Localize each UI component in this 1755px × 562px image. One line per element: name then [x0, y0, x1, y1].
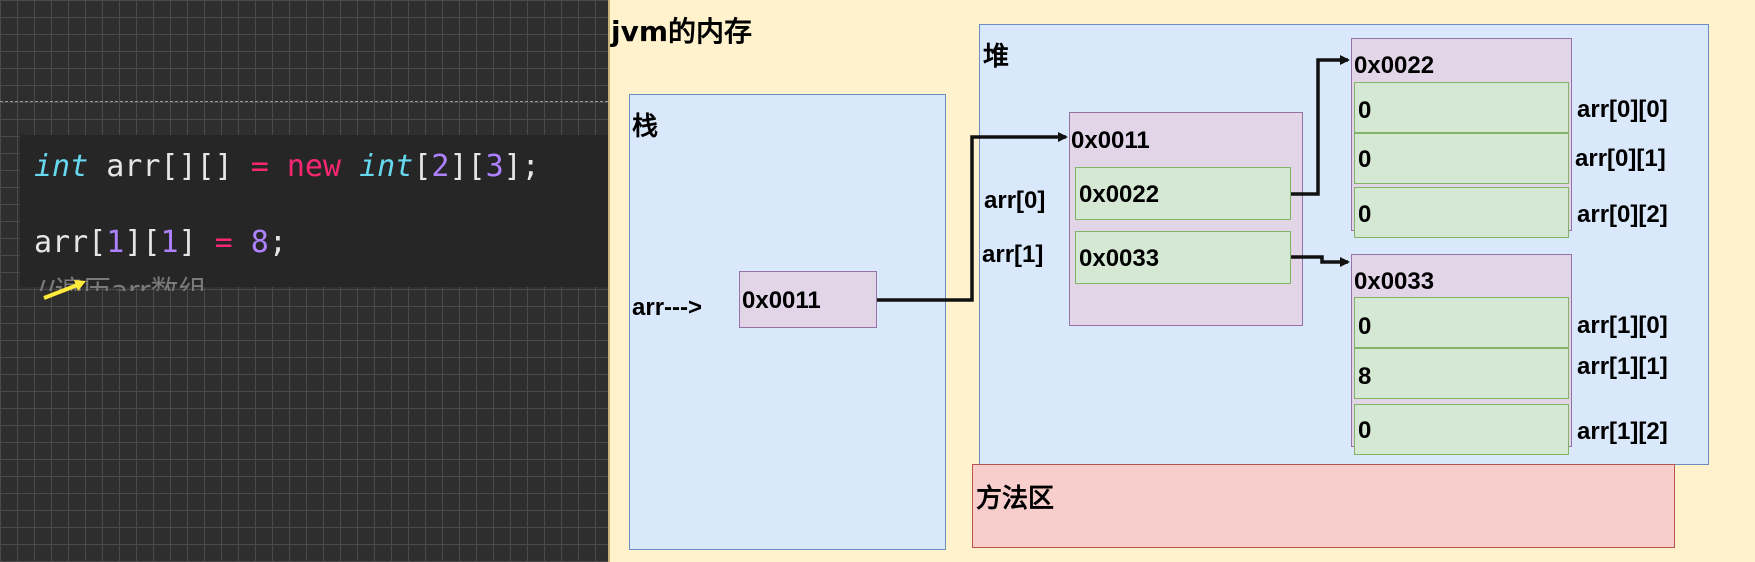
heap-label: 堆	[983, 42, 1010, 72]
type-keyword: int	[34, 149, 89, 184]
pointer-arrow-icon	[43, 280, 86, 300]
code-token: arr[][]	[88, 149, 251, 184]
method-area	[972, 464, 1675, 548]
stack-arr-cell	[739, 271, 877, 328]
row1-cell-2	[1354, 404, 1569, 455]
row1-label-0: arr[1][0]	[1577, 312, 1668, 339]
row0-cell-2-value: 0	[1358, 201, 1372, 228]
row0-cell-2	[1354, 187, 1569, 238]
assign-operator: =	[214, 225, 233, 260]
row1-cell-1-value: 8	[1358, 363, 1372, 390]
code-line-2: arr[1][1] = 8;	[34, 225, 287, 260]
arr-reference-label: arr--->	[632, 294, 703, 321]
outer-cell-1	[1075, 231, 1291, 284]
row0-label-1: arr[0][1]	[1575, 145, 1666, 172]
code-token: arr[	[34, 225, 107, 260]
row1-label-1: arr[1][1]	[1577, 353, 1668, 380]
code-line-1: int arr[][] = new int[2][3];	[34, 149, 540, 184]
number-literal: 3	[485, 149, 504, 184]
number-literal: 2	[431, 149, 450, 184]
number-literal: 1	[160, 225, 179, 260]
row0-address: 0x0022	[1354, 52, 1435, 79]
code-token: ]	[178, 225, 215, 260]
code-token: ][	[449, 149, 486, 184]
new-keyword: new	[268, 149, 360, 184]
outer-cell-0-label: arr[0]	[984, 187, 1046, 214]
row1-cell-1	[1354, 348, 1569, 399]
code-token: ][	[124, 225, 161, 260]
row1-cell-0	[1354, 297, 1569, 348]
row0-cell-0-value: 0	[1358, 97, 1372, 124]
stack-arr-value: 0x0011	[742, 287, 821, 314]
outer-array-address: 0x0011	[1071, 127, 1150, 154]
method-area-label: 方法区	[976, 484, 1055, 514]
diagram-title: jvm的内存	[611, 15, 753, 48]
row1-cell-2-value: 0	[1358, 417, 1372, 444]
row0-cell-0	[1354, 82, 1569, 133]
code-token	[233, 225, 251, 260]
row0-label-2: arr[0][2]	[1577, 201, 1668, 228]
outer-cell-0-value: 0x0022	[1079, 181, 1160, 208]
assign-operator: =	[250, 149, 269, 184]
row1-cell-0-value: 0	[1358, 313, 1372, 340]
dashed-divider	[0, 101, 608, 102]
outer-cell-1-value: 0x0033	[1079, 245, 1160, 272]
outer-cell-1-label: arr[1]	[982, 241, 1044, 268]
row0-cell-1-value: 0	[1358, 146, 1372, 173]
number-literal: 1	[106, 225, 125, 260]
number-literal: 8	[250, 225, 269, 260]
type-keyword: int	[359, 149, 414, 184]
outer-cell-0	[1075, 167, 1291, 220]
row0-cell-1	[1354, 133, 1569, 184]
code-token: ;	[268, 225, 287, 260]
stack-label: 栈	[632, 112, 659, 142]
code-panel: int arr[][] = new int[2][3]; arr[1][1] =…	[20, 135, 610, 287]
code-token: [	[413, 149, 432, 184]
row0-label-0: arr[0][0]	[1577, 96, 1668, 123]
row1-address: 0x0033	[1354, 268, 1435, 295]
row1-label-2: arr[1][2]	[1577, 418, 1668, 445]
code-token: ];	[503, 149, 540, 184]
